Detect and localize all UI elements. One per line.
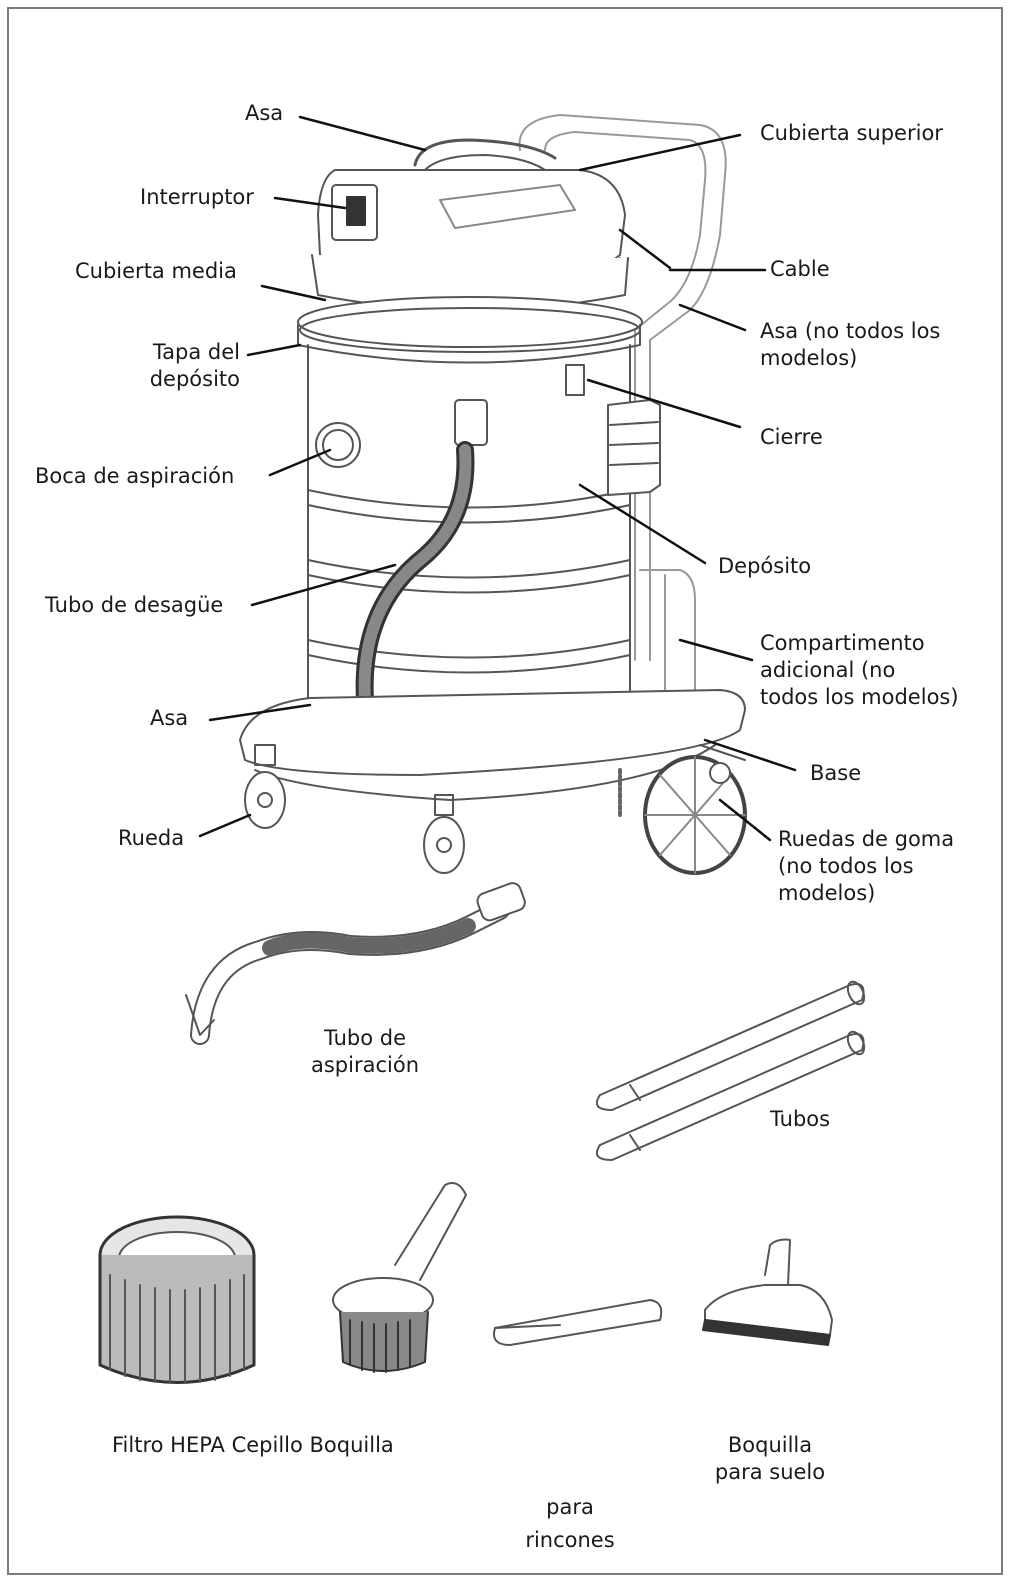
label-asa-opt-line1: Asa (no todos los	[760, 319, 941, 343]
label-rincones-line1: para	[546, 1495, 594, 1519]
label-tubos: Tubos	[770, 1107, 831, 1131]
label-deposito: Depósito	[718, 554, 812, 578]
tubes-illustration	[596, 980, 866, 1161]
label-cierre: Cierre	[760, 425, 823, 449]
label-boca-aspiracion: Boca de aspiración	[35, 464, 235, 488]
label-ruedas-line3: modelos)	[778, 881, 876, 905]
label-comp-line1: Compartimento	[760, 631, 925, 655]
label-tubo-asp-line1: Tubo de	[323, 1026, 407, 1050]
label-cubierta-superior: Cubierta superior	[760, 121, 943, 145]
label-cubierta-media: Cubierta media	[75, 259, 237, 283]
label-interruptor: Interruptor	[140, 185, 254, 209]
label-ruedas-line1: Ruedas de goma	[778, 827, 955, 851]
floor-nozzle-illustration	[702, 1238, 833, 1346]
label-tubo-desague: Tubo de desagüe	[45, 593, 224, 617]
label-asa-bottom: Asa	[150, 706, 189, 730]
suction-hose-illustration	[185, 882, 526, 1045]
rear-handle-illustration	[518, 114, 727, 691]
brush-illustration	[332, 1182, 467, 1373]
label-boquilla-suelo-line1: Boquilla	[727, 1433, 813, 1457]
label-cable: Cable	[770, 257, 830, 281]
hepa-filter-illustration	[98, 1215, 256, 1384]
label-asa-top: Asa	[245, 101, 284, 125]
crevice-nozzle-illustration	[493, 1299, 663, 1346]
label-boquilla-suelo: Boquilla para suelo	[680, 1432, 860, 1486]
label-rincones-line2: rincones	[525, 1528, 615, 1552]
label-boquilla-suelo-line2: para suelo	[714, 1460, 826, 1484]
label-tapa-deposito: Tapa del depósito	[100, 339, 240, 393]
label-rincones: para rincones	[500, 1491, 640, 1557]
label-tapa-line2: depósito	[149, 367, 240, 391]
label-tubo-asp-line2: aspiración	[310, 1053, 419, 1077]
middle-cover-illustration	[297, 254, 643, 364]
label-compartimento: Compartimento adicional (no todos los mo…	[760, 630, 959, 711]
label-accessory-row: Filtro HEPA Cepillo Boquilla	[112, 1433, 394, 1457]
label-asa-opt-line2: modelos)	[760, 346, 858, 370]
base-illustration	[239, 689, 747, 875]
diagram-frame	[7, 7, 1003, 1575]
label-ruedas-line2: (no todos los	[778, 854, 914, 878]
label-tapa-line1: Tapa del	[152, 340, 240, 364]
label-asa-opcional: Asa (no todos los modelos)	[760, 318, 940, 372]
label-comp-line3: todos los modelos)	[760, 685, 959, 709]
label-rueda: Rueda	[118, 826, 185, 850]
label-base: Base	[810, 761, 862, 785]
label-comp-line2: adicional (no	[760, 658, 896, 682]
label-ruedas-goma: Ruedas de goma (no todos los modelos)	[778, 826, 954, 907]
leader-lines	[198, 115, 797, 842]
label-tubo-aspiracion: Tubo de aspiración	[280, 1025, 450, 1079]
